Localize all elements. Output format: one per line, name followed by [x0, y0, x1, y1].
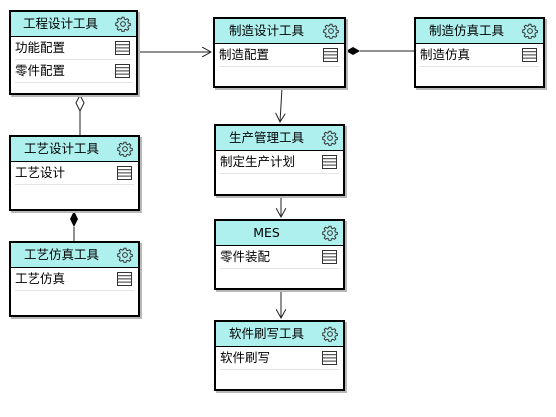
link-manufacturing-design-to-production: [280, 87, 282, 122]
list-icon: [115, 41, 130, 55]
node-title: 软件刷写工具: [228, 326, 304, 341]
composition-diamond: [70, 211, 78, 227]
node-header: 生产管理工具: [216, 126, 343, 151]
composition-diamond: [346, 47, 360, 55]
node-title: 工艺设计工具: [23, 141, 99, 156]
gear-icon[interactable]: [322, 130, 338, 146]
node-item[interactable]: 零件装配: [220, 246, 339, 269]
list-icon: [322, 351, 337, 365]
node-engineering-design-tool[interactable]: 工程设计工具 功能配置 零件配置: [9, 10, 138, 95]
node-item-label: 功能配置: [15, 40, 66, 55]
node-item-label: 工艺设计: [15, 165, 66, 180]
list-icon: [117, 272, 132, 286]
node-item-label: 零件装配: [220, 249, 271, 264]
node-item[interactable]: 零件配置: [15, 60, 132, 83]
node-header: 工程设计工具: [11, 12, 136, 37]
gear-icon[interactable]: [117, 247, 133, 263]
node-item-label: 制造配置: [219, 47, 270, 62]
node-header: MES: [216, 221, 343, 246]
node-title: 制造设计工具: [228, 23, 304, 38]
aggregation-diamond: [75, 93, 85, 113]
node-header: 工艺仿真工具: [11, 243, 138, 268]
list-icon: [323, 48, 338, 62]
node-title: MES: [253, 225, 280, 240]
node-item[interactable]: 软件刷写: [220, 347, 339, 370]
gear-icon[interactable]: [322, 326, 338, 342]
node-header: 制造仿真工具: [416, 19, 543, 44]
node-title: 生产管理工具: [228, 130, 304, 145]
gear-icon[interactable]: [322, 225, 338, 241]
node-item-label: 制造仿真: [420, 47, 471, 62]
node-software-flashing-tool[interactable]: 软件刷写工具 软件刷写: [214, 320, 345, 391]
list-icon: [522, 48, 537, 62]
node-item-label: 制定生产计划: [220, 154, 296, 169]
list-icon: [115, 64, 130, 78]
node-item-label: 工艺仿真: [15, 271, 66, 286]
node-manufacturing-design-tool[interactable]: 制造设计工具 制造配置: [213, 17, 346, 88]
node-header: 工艺设计工具: [11, 137, 138, 162]
list-icon: [322, 250, 337, 264]
node-item-label: 零件配置: [15, 63, 66, 78]
node-item[interactable]: 制定生产计划: [220, 151, 339, 174]
node-item[interactable]: 功能配置: [15, 37, 132, 60]
node-production-management-tool[interactable]: 生产管理工具 制定生产计划: [214, 124, 345, 196]
node-item[interactable]: 制造配置: [219, 44, 340, 67]
node-title: 工艺仿真工具: [23, 247, 99, 262]
node-item[interactable]: 工艺设计: [15, 162, 134, 185]
node-item-label: 软件刷写: [220, 350, 271, 365]
gear-icon[interactable]: [115, 16, 131, 32]
node-title: 工程设计工具: [22, 16, 98, 31]
gear-icon[interactable]: [117, 141, 133, 157]
node-manufacturing-simulation-tool[interactable]: 制造仿真工具 制造仿真: [414, 17, 545, 88]
list-icon: [322, 155, 337, 169]
list-icon: [117, 166, 132, 180]
node-item[interactable]: 制造仿真: [420, 44, 539, 67]
node-header: 制造设计工具: [215, 19, 344, 44]
node-item[interactable]: 工艺仿真: [15, 268, 134, 291]
node-title: 制造仿真工具: [428, 23, 504, 38]
gear-icon[interactable]: [323, 23, 339, 39]
node-mes[interactable]: MES 零件装配: [214, 219, 345, 290]
gear-icon[interactable]: [522, 23, 538, 39]
node-header: 软件刷写工具: [216, 322, 343, 347]
node-process-design-tool[interactable]: 工艺设计工具 工艺设计: [9, 135, 140, 211]
node-process-simulation-tool[interactable]: 工艺仿真工具 工艺仿真: [9, 241, 140, 317]
